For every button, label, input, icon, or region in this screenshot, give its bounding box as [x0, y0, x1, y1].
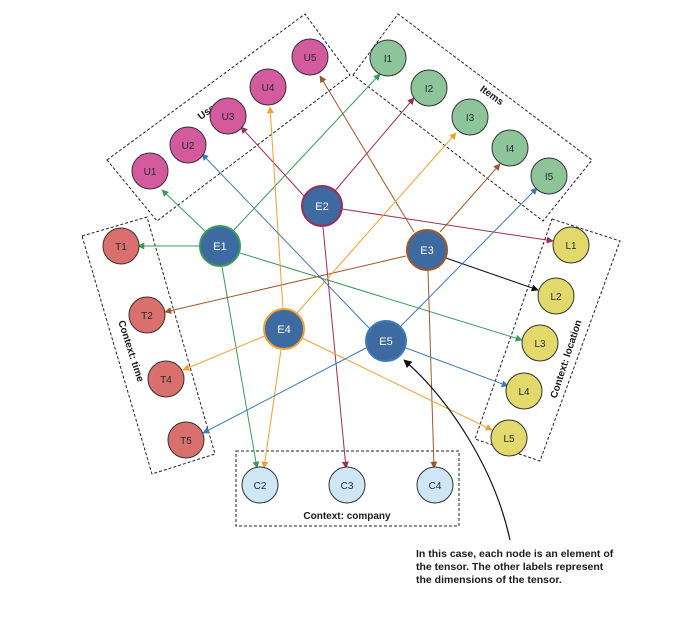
node-c3-label: C3: [341, 481, 354, 492]
node-t2: [128, 296, 166, 334]
edge-e3-t2: [164, 255, 407, 314]
edge-e5-u2: [201, 153, 371, 330]
callout-line-2: the tensor. The other labels represent: [416, 561, 604, 573]
node-u2-label: U2: [182, 141, 195, 152]
node-e1-label: E1: [213, 241, 226, 253]
items-group-box: [352, 13, 593, 222]
node-t1: [102, 227, 140, 265]
node-e4-label: E4: [277, 324, 290, 336]
time-nodes: T1 T2 T4 T5: [102, 227, 205, 459]
node-i5: [530, 157, 568, 195]
node-i1: [369, 39, 407, 77]
node-u5-label: U5: [304, 53, 317, 64]
node-t5-label: T5: [180, 436, 192, 447]
node-e2-label: E2: [315, 201, 328, 213]
node-l4: [505, 372, 543, 410]
node-t2-label: T2: [141, 311, 153, 322]
node-e3-label: E3: [420, 245, 433, 257]
callout-arrow: [403, 359, 511, 541]
edge-e5-t5: [202, 347, 367, 434]
users-nodes: U1 U2 U3 U4 U5: [131, 38, 329, 190]
node-t5: [167, 421, 205, 459]
node-i2-label: I2: [425, 84, 434, 95]
users-group-box: [106, 13, 351, 222]
edge-e3-l2: [445, 257, 539, 292]
node-i4-label: I4: [506, 144, 515, 155]
node-i1-label: I1: [384, 54, 393, 65]
node-l5-label: L5: [503, 434, 515, 445]
node-c4-label: C4: [429, 481, 442, 492]
edge-e3-c4: [427, 269, 438, 469]
location-nodes: L1 L2 L3 L4 L5: [490, 226, 590, 457]
hub-nodes: E1 E2 E3 E4 E5: [199, 185, 448, 362]
node-i2: [410, 69, 448, 107]
time-group-box: [81, 216, 216, 475]
edge-e2-i2: [333, 97, 415, 193]
node-u1-label: U1: [144, 167, 157, 178]
callout-line-1: In this case, each node is an element of: [416, 548, 614, 560]
node-e5-label: E5: [379, 336, 392, 348]
node-i3: [451, 98, 489, 136]
node-u3: [209, 97, 247, 135]
node-l3: [521, 324, 559, 362]
node-e2: [301, 185, 343, 227]
node-u5: [291, 38, 329, 76]
edge-e4-i3: [296, 132, 457, 314]
node-c4: [416, 466, 454, 504]
location-group-box: [474, 218, 621, 462]
edge-e4-t4: [182, 334, 268, 371]
company-nodes: C2 C3 C4: [241, 466, 454, 504]
node-i4: [491, 129, 529, 167]
node-l2: [537, 277, 575, 315]
node-u3-label: U3: [222, 112, 235, 123]
edge-e3-i4: [439, 163, 501, 233]
edge-e4-l5: [301, 337, 493, 431]
edge-e1-l3: [239, 252, 523, 342]
node-u2: [169, 126, 207, 164]
edge-e2-l1: [341, 208, 554, 244]
node-t4-label: T4: [160, 375, 172, 386]
edge-e5-i5: [399, 187, 538, 328]
callout-annotation: In this case, each node is an element of…: [416, 548, 656, 587]
node-l2-label: L2: [550, 292, 562, 303]
node-e5: [365, 320, 407, 362]
edge-e4-c2: [261, 349, 282, 469]
node-e3: [406, 229, 448, 271]
node-t1-label: T1: [115, 242, 127, 253]
node-i5-label: I5: [545, 172, 554, 183]
node-l1-label: L1: [565, 241, 577, 252]
edge-e3-u5: [319, 75, 415, 233]
node-i3-label: I3: [466, 113, 475, 124]
company-group-box: [235, 450, 460, 527]
node-l1: [552, 226, 590, 264]
node-u4-label: U4: [262, 83, 275, 94]
edge-e2-c3: [322, 226, 349, 469]
node-u1: [131, 152, 169, 190]
node-u4: [249, 68, 287, 106]
edge-e5-l4: [405, 347, 509, 388]
edge-e1-c2: [221, 266, 260, 469]
node-c3: [328, 466, 366, 504]
edge-e1-i1: [231, 73, 381, 233]
edge-e1-u1: [161, 189, 208, 234]
node-c2-label: C2: [254, 481, 267, 492]
company-group-label: Context: company: [303, 511, 391, 522]
node-l3-label: L3: [534, 339, 546, 350]
items-nodes: I1 I2 I3 I4 I5: [369, 39, 568, 195]
node-e1: [199, 225, 241, 267]
node-e4: [263, 308, 305, 350]
callout-line-3: the dimensions of the tensor.: [416, 574, 562, 586]
edge-e2-u3: [240, 126, 305, 197]
node-l5: [490, 419, 528, 457]
edge-e4-u4: [266, 106, 284, 310]
node-l4-label: L4: [518, 387, 530, 398]
node-t4: [147, 360, 185, 398]
node-c2: [241, 466, 279, 504]
